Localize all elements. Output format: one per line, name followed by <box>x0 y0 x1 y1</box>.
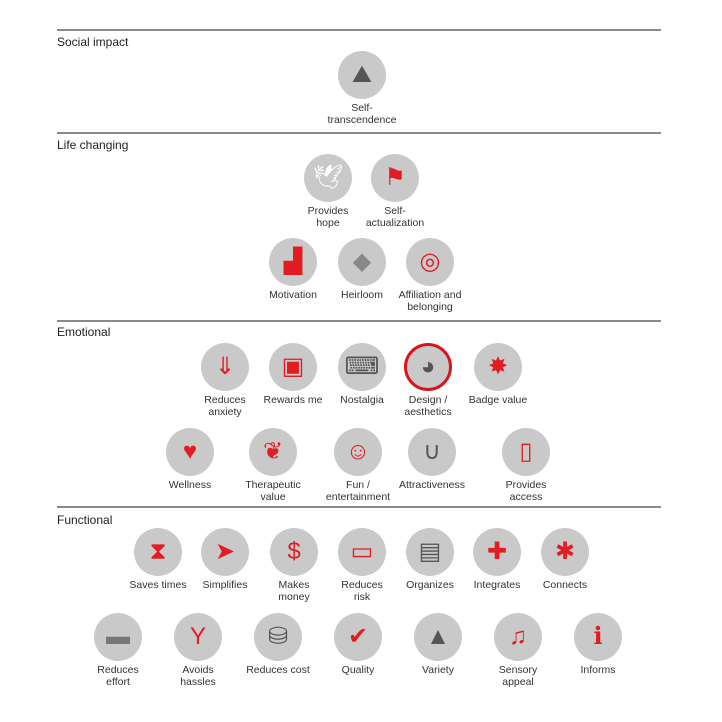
value-element: ∪ Attractiveness <box>387 428 477 492</box>
coins-icon: ⛁ <box>254 613 302 661</box>
value-element-label: Integrates <box>473 579 521 591</box>
value-element: ▟ Motivation <box>248 238 338 302</box>
value-element-label: Therapeutic value <box>245 479 301 503</box>
value-element: ◕ Design / aesthetics <box>383 343 473 418</box>
section-title: Social impact <box>57 35 129 49</box>
value-element-label: Makes money <box>278 579 310 603</box>
value-element-label: Reduces effort <box>97 664 139 688</box>
hourglass-icon: ⧗ <box>134 528 182 576</box>
badge-person-icon: ✸ <box>474 343 522 391</box>
value-element-label: Self- actualization <box>365 205 425 229</box>
value-element: ✸ Badge value <box>453 343 543 407</box>
value-element-label: Provides access <box>505 479 547 503</box>
seatbelt-icon: ▭ <box>338 528 386 576</box>
value-element: ⛰ Self- transcendence <box>317 51 407 126</box>
value-element: ✔ Quality <box>313 613 403 677</box>
value-element: ❦ Therapeutic value <box>228 428 318 503</box>
split-arrow-icon: Y <box>174 613 222 661</box>
network-icon: ✱ <box>541 528 589 576</box>
value-element-label: Attractiveness <box>399 479 465 491</box>
value-element-label: Nostalgia <box>340 394 384 406</box>
info-icon: ℹ <box>574 613 622 661</box>
value-element: ◎ Affiliation and belonging <box>385 238 475 313</box>
shapes-icon: ▲ <box>414 613 462 661</box>
value-element: ▤ Organizes <box>385 528 475 592</box>
value-element: ⌨ Nostalgia <box>317 343 407 407</box>
typewriter-icon: ⌨ <box>338 343 386 391</box>
value-element: ✱ Connects <box>520 528 610 592</box>
value-element: ▣ Rewards me <box>248 343 338 407</box>
value-element-label: Rewards me <box>263 394 323 406</box>
value-element-label: Motivation <box>269 289 317 301</box>
value-element: 🕊 Provides hope <box>283 154 373 229</box>
value-element-label: Reduces anxiety <box>204 394 246 418</box>
helping-climber-icon: ⛰ <box>338 51 386 99</box>
door-icon: ▯ <box>502 428 550 476</box>
value-element: ▲ Variety <box>393 613 483 677</box>
value-element: ✚ Integrates <box>452 528 542 592</box>
value-element-label: Reduces risk <box>341 579 383 603</box>
value-element: ⚑ Self- actualization <box>350 154 440 229</box>
value-element-label: Connects <box>542 579 588 591</box>
value-element-label: Quality <box>341 664 375 676</box>
value-element-label: Provides hope <box>307 205 349 229</box>
value-element: ♫ Sensory appeal <box>473 613 563 688</box>
gift-icon: ▣ <box>269 343 317 391</box>
section-divider <box>57 132 661 134</box>
checkmark-icon: ✔ <box>334 613 382 661</box>
value-element: ◆ Heirloom <box>317 238 407 302</box>
heartbeat-icon: ♥ <box>166 428 214 476</box>
value-element: Y Avoids hassles <box>153 613 243 688</box>
value-element-label: Saves times <box>129 579 187 591</box>
value-element-label: Organizes <box>406 579 454 591</box>
seesaw-icon: ▬ <box>94 613 142 661</box>
value-element-label: Reduces cost <box>246 664 310 676</box>
section-title: Life changing <box>57 138 129 152</box>
value-element: ♥ Wellness <box>145 428 235 492</box>
section-title: Functional <box>57 513 113 527</box>
section-title: Emotional <box>57 325 111 339</box>
value-element-label: Simplifies <box>202 579 248 591</box>
value-element-label: Design / aesthetics <box>404 394 452 418</box>
puzzle-icon: ✚ <box>473 528 521 576</box>
down-arrows-icon: ⇓ <box>201 343 249 391</box>
value-element: ☺ Fun / entertainment <box>313 428 403 503</box>
value-element-label: Badge value <box>468 394 528 406</box>
value-element: ⧗ Saves times <box>113 528 203 592</box>
magnet-icon: ∪ <box>408 428 456 476</box>
value-element: $ Makes money <box>249 528 339 603</box>
ear-icon: ♫ <box>494 613 542 661</box>
value-element-label: Variety <box>422 664 454 676</box>
section-divider <box>57 29 661 31</box>
people-circle-icon: ◎ <box>406 238 454 286</box>
value-element-label: Fun / entertainment <box>325 479 391 503</box>
folder-icon: ▤ <box>406 528 454 576</box>
value-element-label: Heirloom <box>340 289 383 301</box>
merge-arrow-icon: ➤ <box>201 528 249 576</box>
value-element: ▭ Reduces risk <box>317 528 407 603</box>
dove-icon: 🕊 <box>304 154 352 202</box>
value-element-label: Informs <box>580 664 616 676</box>
value-element: ➤ Simplifies <box>180 528 270 592</box>
diamond-icon: ◆ <box>338 238 386 286</box>
value-element-label: Sensory appeal <box>498 664 538 688</box>
value-element: ▯ Provides access <box>481 428 571 503</box>
value-element: ⛁ Reduces cost <box>233 613 323 677</box>
value-element-label: Avoids hassles <box>180 664 216 688</box>
value-element: ⇓ Reduces anxiety <box>180 343 270 418</box>
section-divider <box>57 320 661 322</box>
stairs-runner-icon: ▟ <box>269 238 317 286</box>
section-divider <box>57 506 661 508</box>
chat-smiley-icon: ☺ <box>334 428 382 476</box>
value-element-label: Wellness <box>168 479 212 491</box>
palette-icon: ◕ <box>404 343 452 391</box>
value-element-label: Affiliation and belonging <box>398 289 462 313</box>
summit-flag-icon: ⚑ <box>371 154 419 202</box>
leaf-icon: ❦ <box>249 428 297 476</box>
value-element-label: Self- transcendence <box>327 102 397 126</box>
laptop-dollar-icon: $ <box>270 528 318 576</box>
value-element: ▬ Reduces effort <box>73 613 163 688</box>
